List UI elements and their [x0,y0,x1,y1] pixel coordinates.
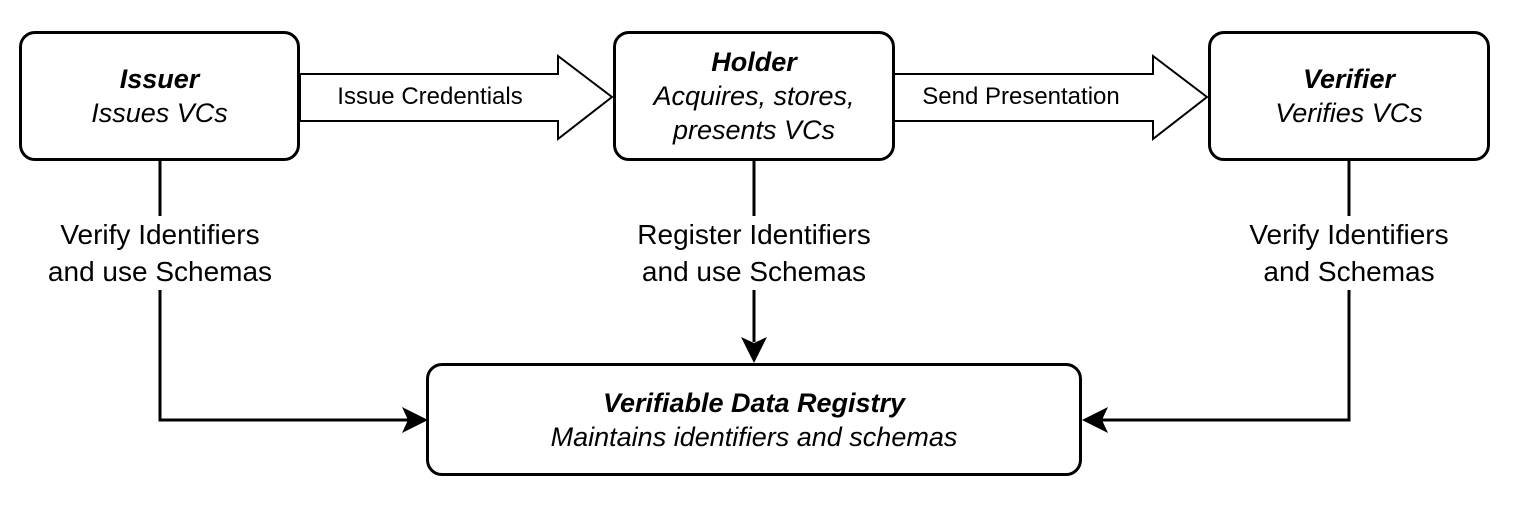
verifier-registry-arrowhead [1082,407,1108,433]
verifier-registry-label-line1: Verify Identifiers [1249,219,1449,250]
issuer-registry-label: Verify Identifiers and use Schemas [20,216,300,290]
holder-registry-label-line2: and use Schemas [641,256,867,287]
issue-credentials-label: Issue Credentials [337,83,523,110]
registry-subtitle: Maintains identifiers and schemas [550,421,958,452]
issuer-subtitle: Issues VCs [91,98,228,128]
holder-line2: presents VCs [672,115,836,145]
send-presentation-arrow [893,53,1209,142]
registry-node: Verifiable Data Registry Maintains ident… [426,363,1082,476]
issuer-registry-connector [158,160,408,422]
holder-node: Holder Acquires, stores, presents VCs [613,31,895,161]
registry-title: Verifiable Data Registry [602,387,906,418]
holder-registry-label: Register Identifiers and use Schemas [604,216,904,290]
holder-line1: Acquires, stores, [653,81,855,111]
verifier-registry-label: Verify Identifiers and Schemas [1224,216,1474,290]
issuer-node: Issuer Issues VCs [19,31,300,161]
holder-registry-label-line1: Register Identifiers [637,219,871,250]
issuer-registry-label-line2: and use Schemas [47,256,273,287]
issue-credentials-arrow [299,53,614,142]
issuer-registry-label-line1: Verify Identifiers [60,219,260,250]
holder-registry-arrowhead [741,337,767,363]
verifier-registry-connector [1102,160,1351,422]
issuer-registry-arrowhead [402,407,428,433]
send-presentation-label: Send Presentation [922,83,1120,110]
issuer-title: Issuer [119,64,200,94]
verifier-registry-label-line2: and Schemas [1263,256,1435,287]
holder-title: Holder [711,47,797,77]
verifier-subtitle: Verifies VCs [1275,98,1423,128]
verifier-title: Verifier [1302,64,1396,94]
verifier-node: Verifier Verifies VCs [1208,31,1490,161]
